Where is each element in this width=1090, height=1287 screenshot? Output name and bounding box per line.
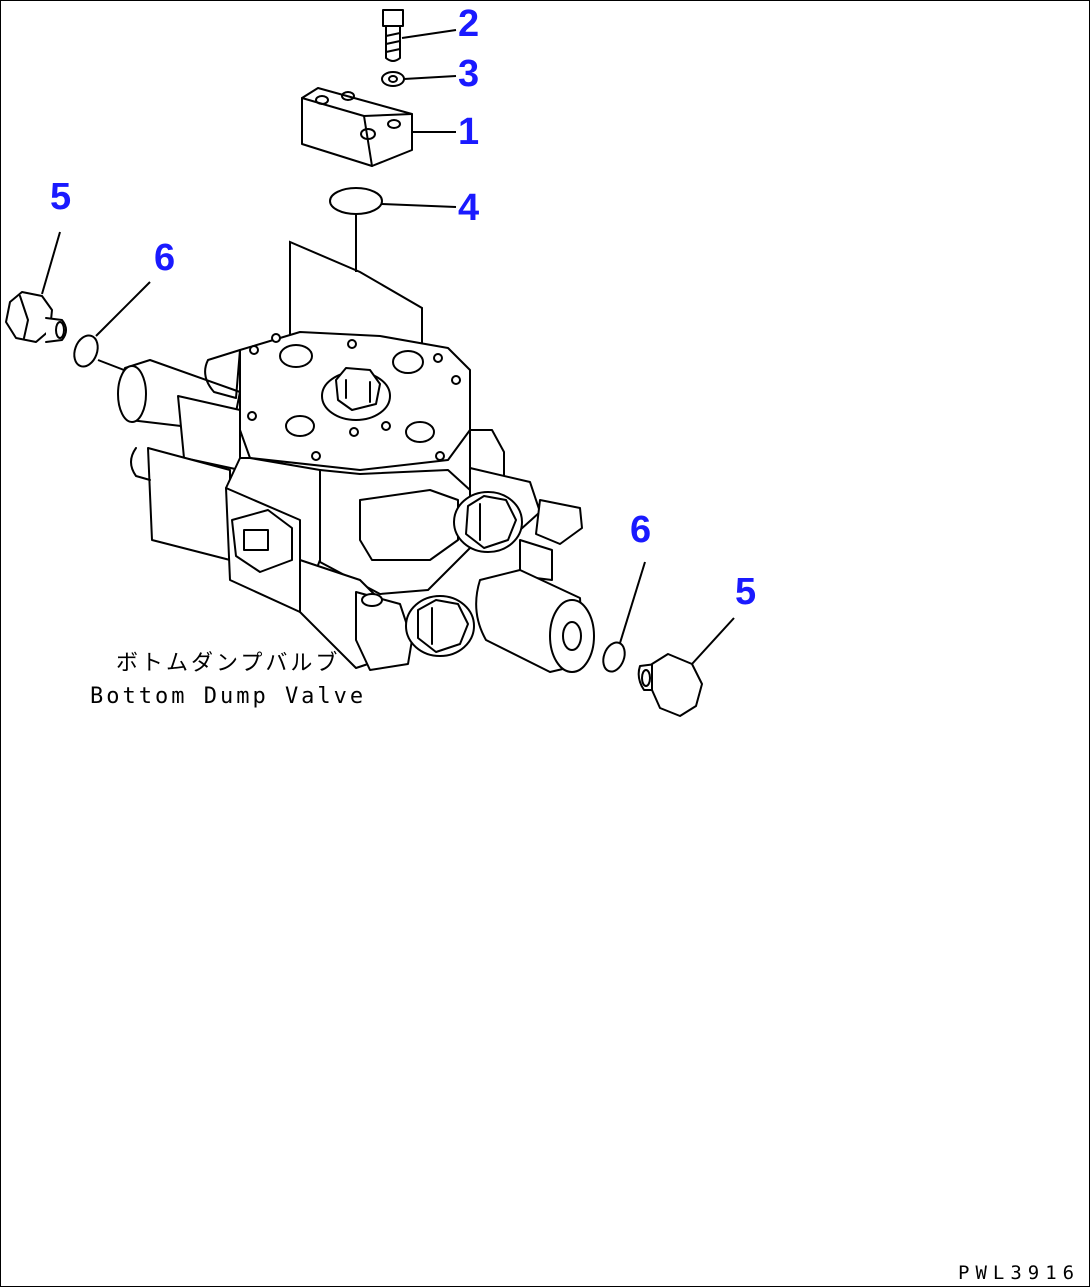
left-plug-part xyxy=(5,291,67,343)
callout-leader-lines xyxy=(41,29,735,665)
callout-2: 2 xyxy=(458,3,479,45)
callout-5-left: 5 xyxy=(50,176,71,218)
front-hex-plug-lower xyxy=(405,595,475,657)
caption-english: Bottom Dump Valve xyxy=(90,684,366,709)
callout-4: 4 xyxy=(458,187,479,229)
caption-japanese: ボトムダンプバルブ xyxy=(116,651,340,676)
washer-part xyxy=(381,71,405,87)
left-o-ring-part xyxy=(73,334,125,371)
right-o-ring-part xyxy=(602,641,626,673)
front-hex-plug-upper xyxy=(453,491,523,553)
callout-6-right: 6 xyxy=(630,509,651,551)
right-plug-part xyxy=(637,653,703,717)
cover-block-part xyxy=(301,87,413,167)
callout-numbers: 2 3 1 4 5 6 6 5 xyxy=(50,3,756,613)
drawing-number: PWL3916 xyxy=(958,1262,1080,1284)
o-ring-large-part xyxy=(329,187,383,215)
valve-body xyxy=(117,331,595,673)
callout-5-right: 5 xyxy=(735,571,756,613)
bolt-part xyxy=(382,9,404,62)
callout-3: 3 xyxy=(458,53,479,95)
callout-1: 1 xyxy=(458,111,479,153)
callout-6-left: 6 xyxy=(154,237,175,279)
